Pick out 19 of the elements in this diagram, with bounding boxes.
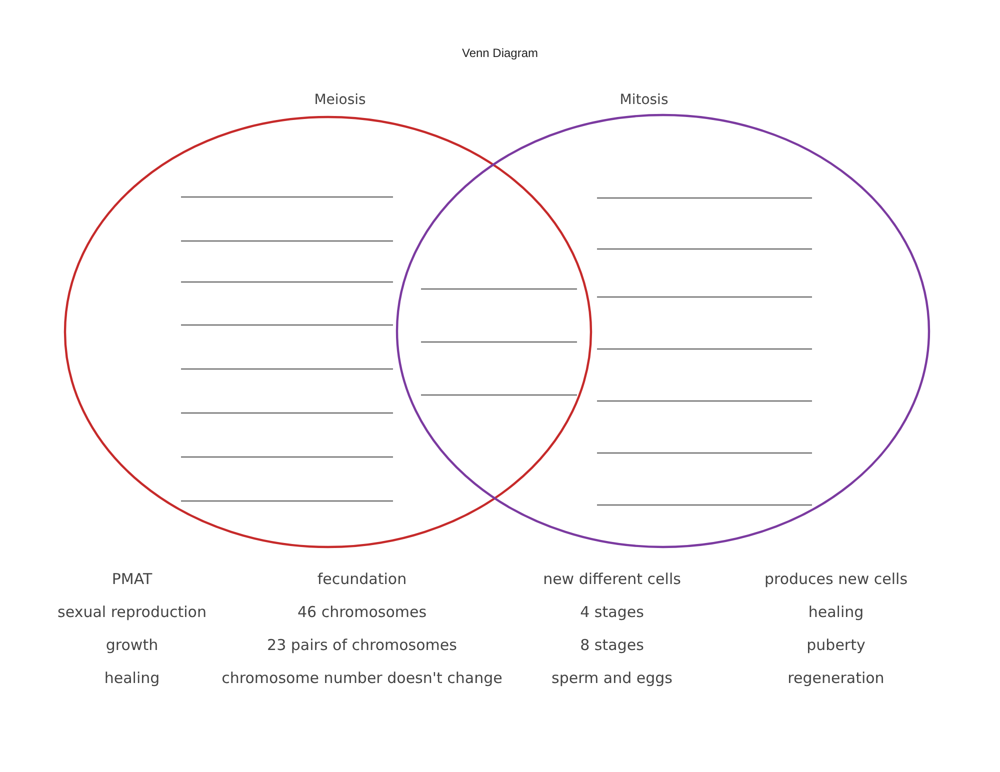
word-bank-term: 4 stages bbox=[580, 603, 644, 621]
word-bank-term: produces new cells bbox=[764, 570, 908, 588]
word-bank-term: 23 pairs of chromosomes bbox=[267, 636, 457, 654]
word-bank-term: fecundation bbox=[317, 570, 407, 588]
circle-heading: Meiosis bbox=[314, 92, 366, 108]
word-bank-term: PMAT bbox=[112, 570, 152, 588]
word-bank-term: healing bbox=[808, 603, 864, 621]
diagram-title: Venn Diagram bbox=[462, 46, 538, 60]
word-bank-term: growth bbox=[106, 636, 158, 654]
word-bank-term: new different cells bbox=[543, 570, 681, 588]
word-bank-term: sperm and eggs bbox=[552, 669, 672, 687]
circle-heading: Mitosis bbox=[620, 92, 668, 108]
word-bank-term: sexual reproduction bbox=[58, 603, 206, 621]
word-bank-term: 8 stages bbox=[580, 636, 644, 654]
word-bank-term: puberty bbox=[806, 636, 866, 654]
word-bank-term: healing bbox=[104, 669, 160, 687]
word-bank-term: 46 chromosomes bbox=[297, 603, 427, 621]
word-bank-term: chromosome number doesn't change bbox=[222, 669, 502, 687]
word-bank-term: regeneration bbox=[788, 669, 884, 687]
